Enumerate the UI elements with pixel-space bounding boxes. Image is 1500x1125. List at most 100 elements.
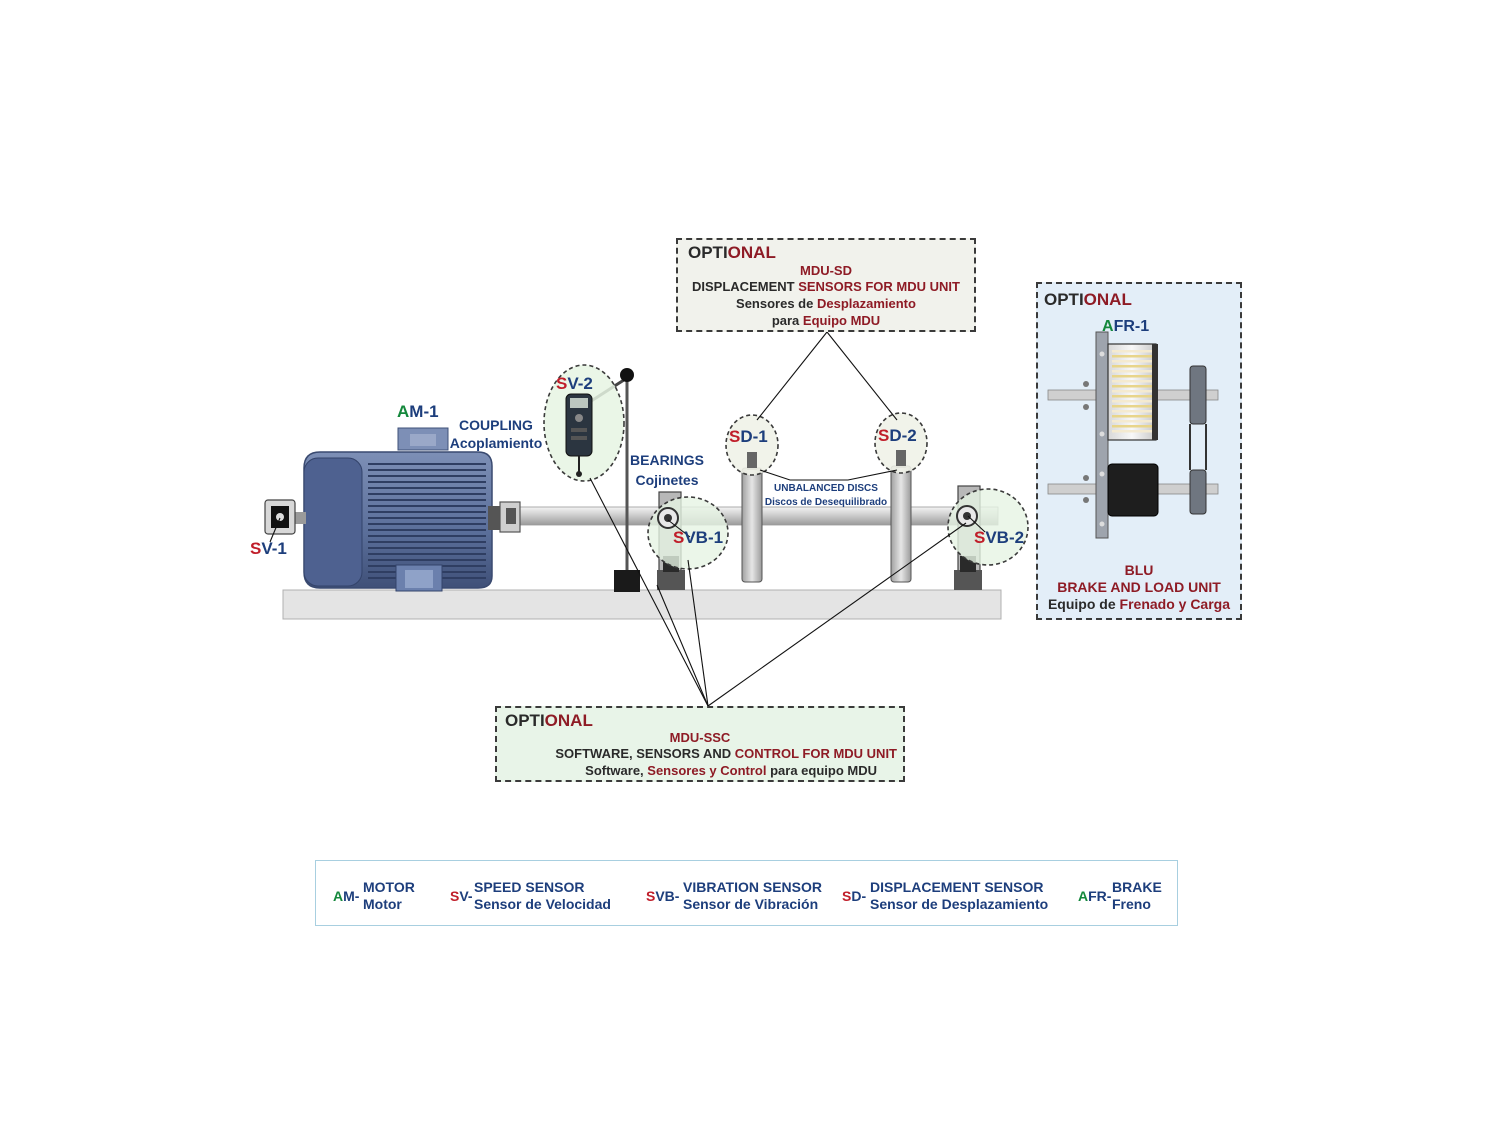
legend-code: SD- — [842, 888, 866, 904]
label-coupling: COUPLING Acoplamiento — [446, 416, 546, 452]
label-am1: AM-1 — [397, 402, 439, 422]
legend-code-prefix: A — [333, 888, 344, 904]
mdu-sd-line1-part-a: Sensores de — [736, 296, 817, 311]
mdu-sd-line1: Sensores de Desplazamiento — [678, 296, 974, 311]
label-svb2-prefix: S — [974, 528, 986, 547]
legend-code: AFR- — [1078, 888, 1111, 904]
label-unbalanced-discs: UNBALANCED DISCS Discos de Desequilibrad… — [756, 482, 896, 510]
label-svb1-prefix: S — [673, 528, 685, 547]
mdu-sd-title-part-b: SENSORS FOR MDU UNIT — [798, 279, 960, 294]
mdu-sd-line2: para Equipo MDU — [678, 313, 974, 328]
mdu-ssc-line1-part-c: para equipo MDU — [770, 763, 877, 778]
brake-load-unit-drawing — [1047, 331, 1219, 539]
mdu-ssc-line1-part-b: Sensores y Control — [647, 763, 771, 778]
mdu-sd-line2-part-b: Equipo MDU — [802, 313, 881, 328]
blu-line1-part-a: Equipo de — [1047, 596, 1120, 612]
legend-es: Sensor de Vibración — [683, 896, 819, 912]
label-afr1: AFR-1 — [1102, 318, 1149, 336]
label-sv1-suffix: V-1 — [261, 539, 287, 558]
legend-code-prefix: S — [842, 888, 852, 904]
mdu-sd-line2-part-a: para — [771, 313, 803, 328]
legend-code: SV- — [450, 888, 473, 904]
optional-tag-part-a: OPTI — [688, 243, 728, 262]
legend-code-prefix: S — [450, 888, 460, 904]
label-sv2-prefix: S — [556, 374, 568, 393]
optional-box-mdu-ssc: OPTIONAL MDU-SSC SOFTWARE, SENSORS AND C… — [495, 706, 905, 782]
legend-code: SVB- — [646, 888, 679, 904]
legend-es: Freno — [1112, 896, 1151, 912]
optional-box-mdu-sd: OPTIONAL MDU-SD DISPLACEMENT SENSORS FOR… — [676, 238, 976, 332]
legend-en: BRAKE — [1112, 879, 1162, 895]
handheld-tachometer — [565, 393, 593, 477]
legend: AM- MOTOR Motor SV- SPEED SENSOR Sensor … — [315, 860, 1178, 926]
legend-code-suffix: D- — [851, 888, 867, 904]
label-svb1: SVB-1 — [673, 528, 723, 548]
legend-code-suffix: V- — [459, 888, 473, 904]
label-afr1-suffix: FR-1 — [1113, 318, 1150, 335]
legend-code-prefix: A — [1078, 888, 1089, 904]
label-bearings-es: Cojinetes — [635, 472, 699, 488]
mdu-sd-line1-part-b: Desplazamiento — [816, 296, 916, 311]
legend-code: AM- — [333, 888, 359, 904]
leader-lines — [269, 331, 986, 707]
label-coupling-es: Acoplamiento — [449, 435, 543, 451]
legend-en: SPEED SENSOR — [474, 879, 585, 895]
label-sv1-prefix: S — [250, 539, 262, 558]
legend-en: DISPLACEMENT SENSOR — [870, 879, 1044, 895]
legend-code-suffix: FR- — [1088, 888, 1112, 904]
label-sd1-suffix: D-1 — [740, 427, 768, 446]
legend-es: Motor — [363, 896, 402, 912]
blu-title: BRAKE AND LOAD UNIT — [1057, 579, 1221, 595]
label-am1-suffix: M-1 — [409, 402, 439, 421]
label-am1-prefix: A — [397, 402, 410, 421]
mdu-ssc-title-part-b: CONTROL FOR MDU UNIT — [734, 746, 897, 761]
mdu-sd-title: DISPLACEMENT SENSORS FOR MDU UNIT — [678, 279, 974, 294]
label-discs-en: UNBALANCED DISCS — [774, 483, 878, 494]
label-discs-es: Discos de Desequilibrado — [764, 497, 888, 508]
coupling — [499, 501, 521, 533]
optional-tag-part-b: ONAL — [727, 243, 776, 262]
legend-code-suffix: VB- — [655, 888, 680, 904]
label-afr1-prefix: A — [1102, 318, 1114, 335]
optional-tag: OPTIONAL — [1044, 290, 1132, 310]
optional-tag-part-a: OPTI — [505, 711, 545, 730]
label-sd2: SD-2 — [878, 426, 917, 446]
sd2-highlight — [874, 412, 928, 474]
legend-code-prefix: S — [646, 888, 656, 904]
mdu-ssc-code: MDU-SSC — [669, 730, 731, 745]
legend-es: Sensor de Desplazamiento — [870, 896, 1049, 912]
speed-sensor-1 — [264, 499, 306, 535]
optional-box-blu: OPTIONAL AFR-1 BLU BRAKE AND LOAD UNIT E… — [1036, 282, 1242, 620]
blu-code: BLU — [1124, 562, 1154, 578]
label-bearings-en: BEARINGS — [630, 452, 704, 468]
base-plate — [282, 589, 1002, 620]
optional-tag-part-b: ONAL — [1083, 290, 1132, 309]
sd1-highlight — [725, 414, 779, 476]
legend-en: MOTOR — [363, 879, 415, 895]
mdu-sd-code: MDU-SD — [800, 263, 852, 278]
mdu-ssc-title-part-a: SOFTWARE, SENSORS AND — [555, 746, 735, 761]
legend-code-suffix: M- — [343, 888, 360, 904]
label-coupling-en: COUPLING — [459, 417, 533, 433]
blu-line1: Equipo de Frenado y Carga — [1038, 596, 1240, 612]
legend-en: VIBRATION SENSOR — [683, 879, 822, 895]
mdu-ssc-line1: Software, Sensores y Control para equipo… — [585, 763, 877, 778]
blu-line1-part-b: Frenado y Carga — [1119, 596, 1231, 612]
optional-tag: OPTIONAL — [688, 243, 776, 263]
mdu-ssc-line1-part-a: Software, — [585, 763, 648, 778]
optional-tag: OPTIONAL — [505, 711, 593, 731]
optional-tag-part-a: OPTI — [1044, 290, 1084, 309]
optional-tag-part-b: ONAL — [544, 711, 593, 730]
label-sd1: SD-1 — [729, 427, 768, 447]
label-sd1-prefix: S — [729, 427, 741, 446]
label-svb2-suffix: VB-2 — [985, 528, 1025, 547]
label-sd2-suffix: D-2 — [889, 426, 917, 445]
label-sd2-prefix: S — [878, 426, 890, 445]
label-sv2: SV-2 — [556, 374, 593, 394]
label-sv1: SV-1 — [250, 539, 287, 559]
label-svb2: SVB-2 — [974, 528, 1024, 548]
motor — [303, 427, 502, 592]
mdu-ssc-title: SOFTWARE, SENSORS AND CONTROL FOR MDU UN… — [555, 746, 897, 761]
mdu-sd-title-part-a: DISPLACEMENT — [692, 279, 799, 294]
label-svb1-suffix: VB-1 — [684, 528, 724, 547]
